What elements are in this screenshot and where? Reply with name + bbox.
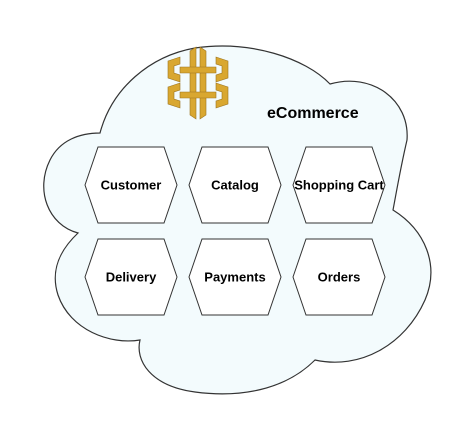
- hexagon-shape: [84, 238, 178, 316]
- service-label: Payments: [204, 270, 265, 285]
- hexagon-shape: [292, 238, 386, 316]
- service-label: Orders: [318, 270, 361, 285]
- hexagon-shape: [292, 146, 386, 224]
- service-payments: Payments: [188, 238, 282, 316]
- service-shopping-cart: Shopping Cart: [292, 146, 386, 224]
- service-orders: Orders: [292, 238, 386, 316]
- service-label: Customer: [101, 178, 162, 193]
- service-label: Catalog: [211, 178, 259, 193]
- service-label: Delivery: [106, 270, 157, 285]
- hexagon-shape: [188, 146, 282, 224]
- service-delivery: Delivery: [84, 238, 178, 316]
- service-customer: Customer: [84, 146, 178, 224]
- service-label: Shopping Cart: [294, 178, 384, 193]
- diagram-title: eCommerce: [267, 105, 359, 122]
- service-catalog: Catalog: [188, 146, 282, 224]
- hexagon-shape: [188, 238, 282, 316]
- aws-api-gateway-icon: [167, 46, 229, 120]
- hexagon-shape: [84, 146, 178, 224]
